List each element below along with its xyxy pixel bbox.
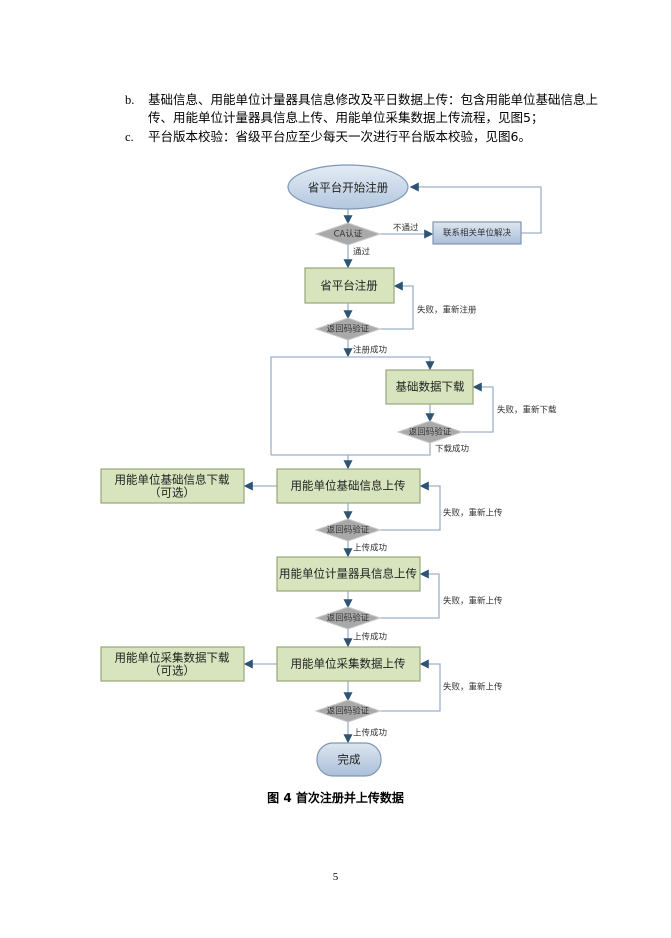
list-text: 平台版本校验：省级平台应至少每天一次进行平台版本校验，见图6。 <box>148 129 531 144</box>
download-collect-label: 用能单位采集数据下载 <box>115 651 230 665</box>
verify-label: 返回码验证 <box>409 427 452 438</box>
download-label: 基础数据下载 <box>396 380 465 394</box>
upload-ok-label: 上传成功 <box>353 728 387 739</box>
verify-decision: 返回码验证 <box>396 420 464 444</box>
connectors <box>243 182 542 744</box>
register-node: 省平台注册 <box>304 267 395 304</box>
list-marker: c. <box>125 130 134 144</box>
done-node: 完成 <box>316 742 382 777</box>
verify-decision: 返回码验证 <box>314 699 382 723</box>
ca-label: CA认证 <box>334 229 363 240</box>
list-marker: b. <box>125 93 135 107</box>
register-ok-label: 注册成功 <box>353 345 387 356</box>
download-basic-label: 用能单位基础信息下载 <box>115 473 230 487</box>
upload-meter-label: 用能单位计量器具信息上传 <box>279 567 417 581</box>
verify-decision: 返回码验证 <box>314 317 382 341</box>
optional-label: （可选） <box>149 486 195 500</box>
done-label: 完成 <box>338 753 361 767</box>
download-ok-label: 下载成功 <box>435 444 469 455</box>
page-number: 5 <box>332 871 339 883</box>
start-label: 省平台开始注册 <box>308 181 389 195</box>
upload-collect-node: 用能单位采集数据上传 <box>276 646 421 682</box>
verify-label: 返回码验证 <box>327 706 370 717</box>
download-basic-optional-node: 用能单位基础信息下载 （可选） <box>100 468 245 504</box>
verify-label: 返回码验证 <box>327 525 370 536</box>
start-node: 省平台开始注册 <box>287 164 409 210</box>
verify-decision: 返回码验证 <box>314 518 382 542</box>
retry-upload-label: 失败，重新上传 <box>443 508 503 519</box>
retry-upload-label: 失败，重新上传 <box>443 596 503 607</box>
ca-decision: CA认证 <box>314 222 382 246</box>
retry-upload-label: 失败，重新上传 <box>443 682 503 693</box>
upload-basic-node: 用能单位基础信息上传 <box>276 468 421 504</box>
upload-meter-node: 用能单位计量器具信息上传 <box>276 556 421 592</box>
fail-label: 不通过 <box>393 223 419 234</box>
contact-node: 联系相关单位解决 <box>432 221 522 245</box>
register-label: 省平台注册 <box>320 279 378 293</box>
retry-download-label: 失败，重新下载 <box>497 405 557 416</box>
verify-label: 返回码验证 <box>327 613 370 624</box>
optional-label: （可选） <box>149 664 195 678</box>
list-text: 基础信息、用能单位计量器具信息修改及平日数据上传：包含用能单位基础信息上传、用能… <box>148 92 599 125</box>
contact-label: 联系相关单位解决 <box>443 228 512 239</box>
upload-basic-label: 用能单位基础信息上传 <box>291 479 406 493</box>
verify-decision: 返回码验证 <box>314 606 382 630</box>
figure-caption: 图 4 首次注册并上传数据 <box>267 791 404 805</box>
verify-label: 返回码验证 <box>327 324 370 335</box>
pass-label: 通过 <box>353 247 371 258</box>
download-collect-optional-node: 用能单位采集数据下载 （可选） <box>100 646 245 682</box>
upload-ok-label: 上传成功 <box>353 543 387 554</box>
retry-register-label: 失败，重新注册 <box>417 305 477 316</box>
upload-collect-label: 用能单位采集数据上传 <box>291 657 406 671</box>
upload-ok-label: 上传成功 <box>353 632 387 643</box>
download-node: 基础数据下载 <box>385 369 474 405</box>
